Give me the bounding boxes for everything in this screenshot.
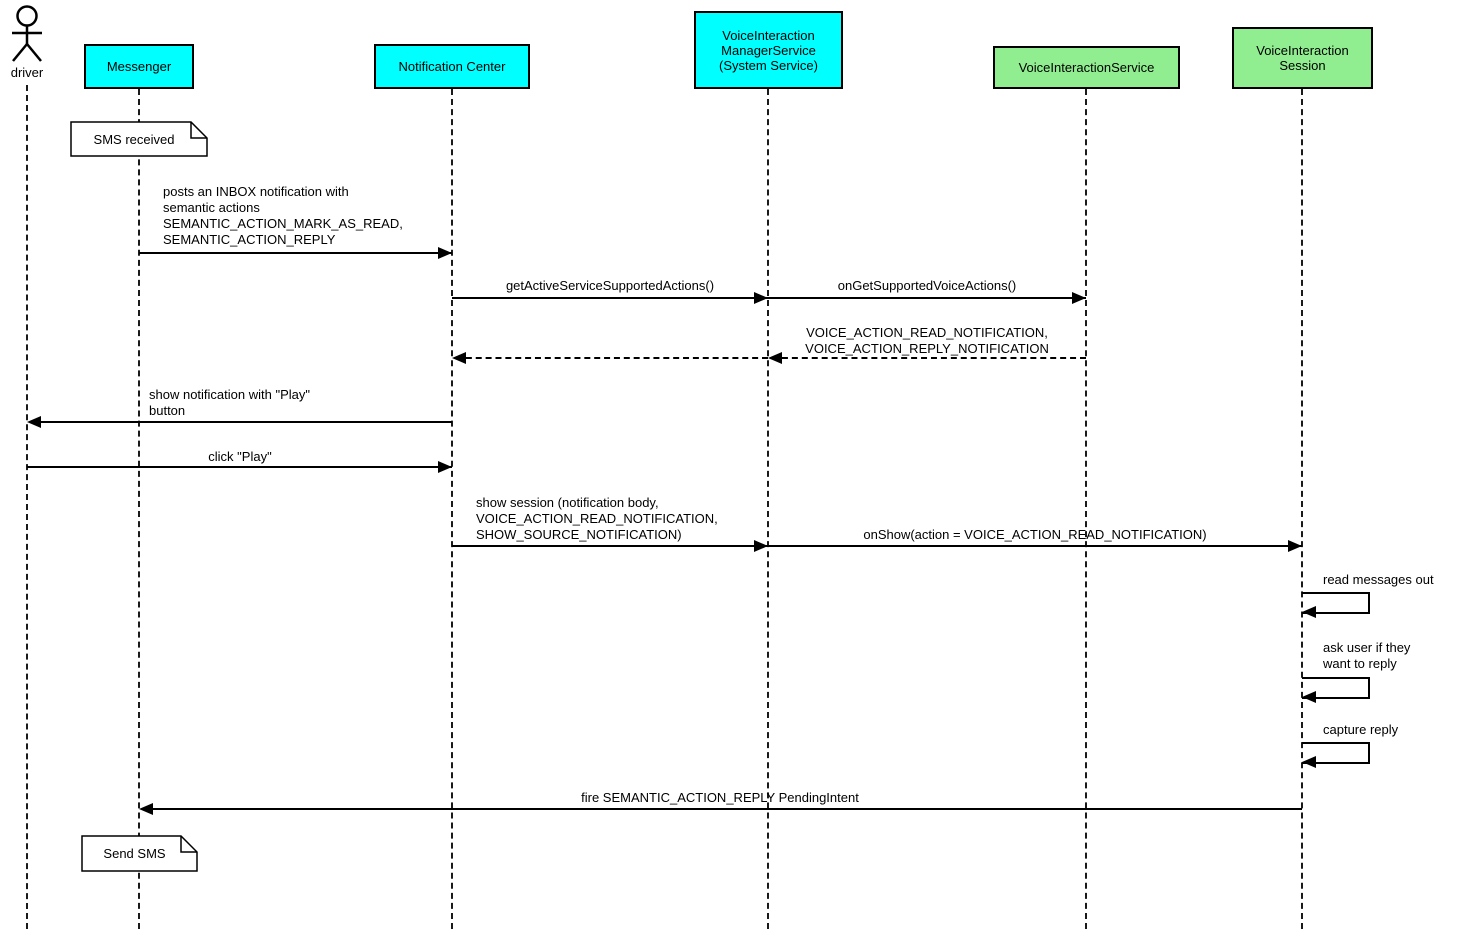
participant-messenger: Messenger bbox=[84, 44, 194, 89]
arrowhead-on-get-supported bbox=[1072, 292, 1086, 304]
arrowhead-voice-actions-return-2 bbox=[452, 352, 466, 364]
lifeline-voice-session bbox=[1301, 89, 1303, 929]
arrowhead-capture-reply bbox=[1302, 756, 1316, 768]
arrowhead-read-messages bbox=[1302, 606, 1316, 618]
message-label-click-play: click "Play" bbox=[208, 449, 272, 464]
message-label-on-get-supported: onGetSupportedVoiceActions() bbox=[837, 278, 1017, 293]
lifeline-messenger bbox=[138, 89, 140, 929]
message-arrow-voice-actions-return-2 bbox=[456, 357, 768, 359]
message-label-fire-reply: fire SEMANTIC_ACTION_REPLY PendingIntent bbox=[581, 790, 859, 805]
selfloop-capture-reply bbox=[1302, 742, 1370, 764]
note-sms-received-text: SMS received bbox=[93, 131, 175, 147]
message-arrow-click-play bbox=[27, 466, 452, 468]
arrowhead-post-inbox bbox=[438, 247, 452, 259]
lifeline-voice-service bbox=[1085, 89, 1087, 929]
message-label-show-session: show session (notification body, VOICE_A… bbox=[476, 495, 718, 542]
arrowhead-show-session bbox=[754, 540, 768, 552]
arrowhead-get-active-actions bbox=[754, 292, 768, 304]
message-label-capture-reply: capture reply bbox=[1323, 722, 1399, 737]
arrowhead-ask-user bbox=[1302, 691, 1316, 703]
message-label-read-messages: read messages out bbox=[1323, 572, 1434, 587]
actor-driver-icon bbox=[12, 5, 42, 62]
note-send-sms: Send SMS bbox=[81, 835, 198, 872]
message-label-get-active-actions: getActiveServiceSupportedActions() bbox=[505, 278, 715, 293]
message-label-voice-actions-return: VOICE_ACTION_READ_NOTIFICATION, VOICE_AC… bbox=[805, 325, 1049, 356]
message-arrow-fire-reply bbox=[143, 808, 1302, 810]
arrowhead-fire-reply bbox=[139, 803, 153, 815]
message-arrow-post-inbox bbox=[139, 252, 452, 254]
actor-driver-label: driver bbox=[10, 65, 44, 80]
message-arrow-get-active-actions bbox=[452, 297, 768, 299]
message-arrow-voice-actions-return-1 bbox=[772, 357, 1086, 359]
lifeline-driver bbox=[26, 85, 28, 929]
message-arrow-show-session bbox=[452, 545, 768, 547]
participant-manager-service: VoiceInteraction ManagerService (System … bbox=[694, 11, 843, 89]
message-arrow-on-get-supported bbox=[768, 297, 1086, 299]
arrowhead-on-show bbox=[1288, 540, 1302, 552]
message-arrow-show-notification bbox=[31, 421, 452, 423]
selfloop-read-messages bbox=[1302, 592, 1370, 614]
participant-notification-center: Notification Center bbox=[374, 44, 530, 89]
lifeline-manager-service bbox=[767, 89, 769, 929]
message-label-on-show: onShow(action = VOICE_ACTION_READ_NOTIFI… bbox=[863, 527, 1207, 542]
arrowhead-click-play bbox=[438, 461, 452, 473]
lifeline-notification-center bbox=[451, 89, 453, 929]
selfloop-ask-user bbox=[1302, 677, 1370, 699]
arrowhead-show-notification bbox=[27, 416, 41, 428]
participant-voice-session: VoiceInteraction Session bbox=[1232, 27, 1373, 89]
message-arrow-on-show bbox=[768, 545, 1302, 547]
arrowhead-voice-actions-return-1 bbox=[768, 352, 782, 364]
message-label-ask-user: ask user if they want to reply bbox=[1323, 640, 1411, 671]
note-sms-received: SMS received bbox=[70, 121, 208, 157]
message-label-show-notification: show notification with "Play" button bbox=[149, 387, 310, 418]
participant-voice-service: VoiceInteractionService bbox=[993, 46, 1180, 89]
note-send-sms-text: Send SMS bbox=[103, 846, 166, 861]
message-label-post-inbox: posts an INBOX notification with semanti… bbox=[163, 184, 403, 247]
